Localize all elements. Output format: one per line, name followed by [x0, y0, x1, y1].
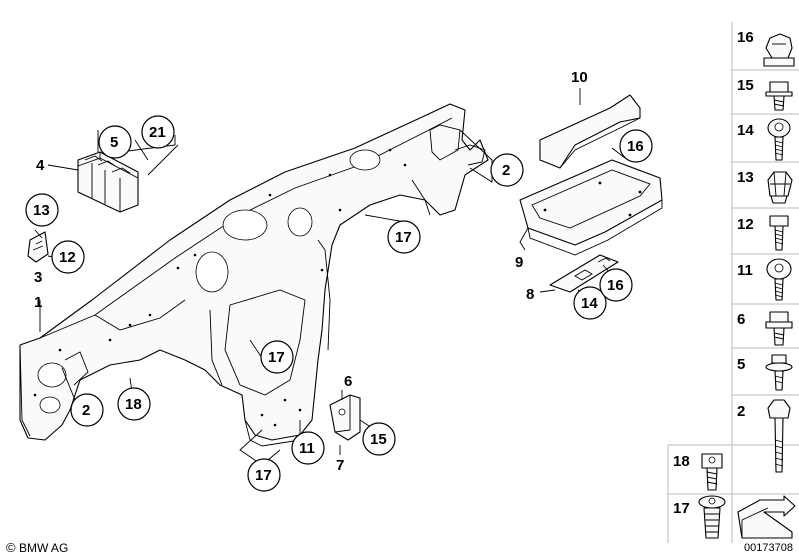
svg-text:16: 16 — [627, 138, 644, 155]
svg-text:2: 2 — [82, 402, 90, 419]
svg-text:2: 2 — [737, 403, 745, 420]
svg-text:17: 17 — [268, 349, 285, 366]
svg-text:18: 18 — [673, 453, 690, 470]
svg-text:17: 17 — [395, 229, 412, 246]
torx-screw-icon — [769, 215, 789, 251]
fastener-label-11: 11 — [737, 262, 753, 279]
callout-10: 10 — [571, 69, 588, 86]
callout-1: 1 — [34, 294, 42, 311]
callout-2-right: 2 — [490, 153, 524, 187]
callout-18: 18 — [117, 387, 151, 421]
fastener-label-12: 12 — [737, 216, 754, 233]
bracket-3 — [27, 231, 49, 263]
callout-4: 4 — [36, 157, 45, 174]
svg-text:4: 4 — [36, 157, 45, 174]
callout-17-bottom: 17 — [247, 458, 281, 492]
socket-screw-icon — [701, 453, 723, 491]
direction-arrow-icon — [737, 495, 796, 539]
svg-text:5: 5 — [737, 356, 745, 373]
copyright-notice: © BMW AG — [6, 540, 68, 555]
fastener-label-18: 18 — [673, 453, 690, 470]
fastener-label-5: 5 — [737, 356, 745, 373]
callout-5: 5 — [98, 125, 132, 159]
callout-16-lower: 16 — [599, 268, 633, 302]
cap-nut-icon — [763, 33, 795, 67]
svg-text:13: 13 — [33, 202, 50, 219]
callout-21: 21 — [141, 115, 175, 149]
svg-text:8: 8 — [526, 286, 534, 303]
svg-text:9: 9 — [515, 254, 523, 271]
threaded-bolt-icon — [766, 258, 792, 301]
dashboard-support-frame — [19, 103, 489, 447]
svg-text:12: 12 — [737, 216, 754, 233]
plastic-rivet-icon — [698, 495, 726, 539]
fastener-label-13: 13 — [737, 169, 754, 186]
svg-text:11: 11 — [299, 440, 315, 457]
callout-12: 12 — [51, 240, 85, 274]
svg-text:16: 16 — [607, 277, 624, 294]
bracket-8 — [549, 254, 619, 293]
fastener-label-14: 14 — [737, 122, 754, 139]
leader-lines — [34, 88, 626, 466]
callout-3: 3 — [34, 269, 42, 286]
callout-6: 6 — [344, 373, 352, 390]
callout-17-cavity: 17 — [260, 340, 294, 374]
svg-text:5: 5 — [110, 134, 118, 151]
svg-text:12: 12 — [59, 249, 76, 266]
cover-10 — [539, 94, 641, 169]
svg-text:21: 21 — [149, 124, 166, 141]
copyright-symbol: © — [6, 540, 16, 555]
callout-16-upper: 16 — [619, 129, 653, 163]
collar-screw-icon — [765, 311, 793, 346]
callout-2-left: 2 — [70, 393, 104, 427]
fastener-label-16: 16 — [737, 29, 754, 46]
svg-text:15: 15 — [370, 431, 387, 448]
svg-text:2: 2 — [502, 162, 510, 179]
svg-text:13: 13 — [737, 169, 754, 186]
fastener-label-17: 17 — [673, 500, 690, 517]
svg-text:1: 1 — [34, 294, 42, 311]
fastener-label-15: 15 — [737, 77, 754, 94]
svg-text:15: 15 — [737, 77, 754, 94]
svg-text:14: 14 — [737, 122, 754, 139]
callout-15: 15 — [362, 422, 396, 456]
long-bolt-icon — [767, 399, 791, 473]
callout-14: 14 — [573, 286, 607, 320]
callout-17-frame: 17 — [387, 220, 421, 254]
svg-text:3: 3 — [34, 269, 42, 286]
svg-text:16: 16 — [737, 29, 754, 46]
flange-screw-icon — [765, 81, 793, 111]
svg-text:7: 7 — [336, 457, 344, 474]
expanding-nut-icon — [767, 171, 793, 204]
svg-text:6: 6 — [344, 373, 352, 390]
callout-9: 9 — [515, 254, 523, 271]
fastener-label-2: 2 — [737, 403, 745, 420]
copyright-text: BMW AG — [18, 541, 69, 555]
holder-9 — [519, 159, 663, 256]
svg-text:14: 14 — [581, 295, 598, 312]
svg-text:6: 6 — [737, 311, 745, 328]
callout-13: 13 — [25, 193, 59, 227]
washer-screw-icon — [765, 354, 793, 391]
callout-7: 7 — [336, 457, 344, 474]
svg-text:17: 17 — [673, 500, 690, 517]
svg-text:10: 10 — [571, 69, 588, 86]
relay-box — [77, 151, 139, 213]
svg-text:11: 11 — [737, 262, 753, 279]
document-number: 00173708 — [744, 542, 793, 554]
svg-text:17: 17 — [255, 467, 272, 484]
callout-11: 11 — [291, 431, 325, 465]
fastener-label-6: 6 — [737, 311, 745, 328]
hex-bolt-icon — [767, 118, 791, 161]
bracket-7 — [329, 394, 361, 441]
svg-text:18: 18 — [125, 396, 142, 413]
callout-8: 8 — [526, 286, 534, 303]
